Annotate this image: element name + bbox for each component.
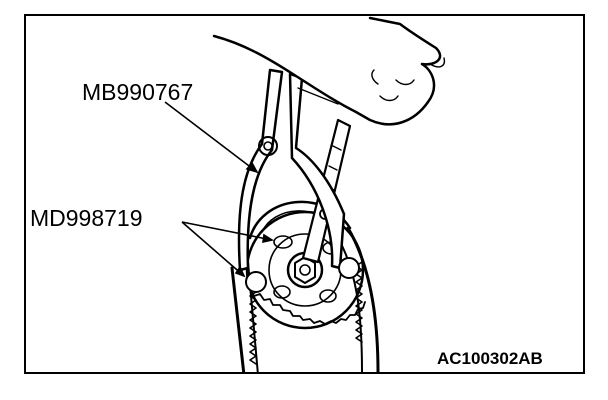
leader-lines bbox=[164, 101, 275, 278]
leader-tool-1 bbox=[164, 101, 258, 173]
callout-label-tool-1: MB990767 bbox=[82, 79, 194, 105]
leader-tool-2a bbox=[181, 221, 245, 277]
callout-label-tool-2: MD998719 bbox=[30, 205, 143, 231]
hand bbox=[212, 16, 446, 126]
leader-tool-2b bbox=[181, 221, 273, 241]
spanner-wrench-tool bbox=[237, 68, 360, 293]
figure-reference-code: AC100302AB bbox=[437, 349, 543, 368]
